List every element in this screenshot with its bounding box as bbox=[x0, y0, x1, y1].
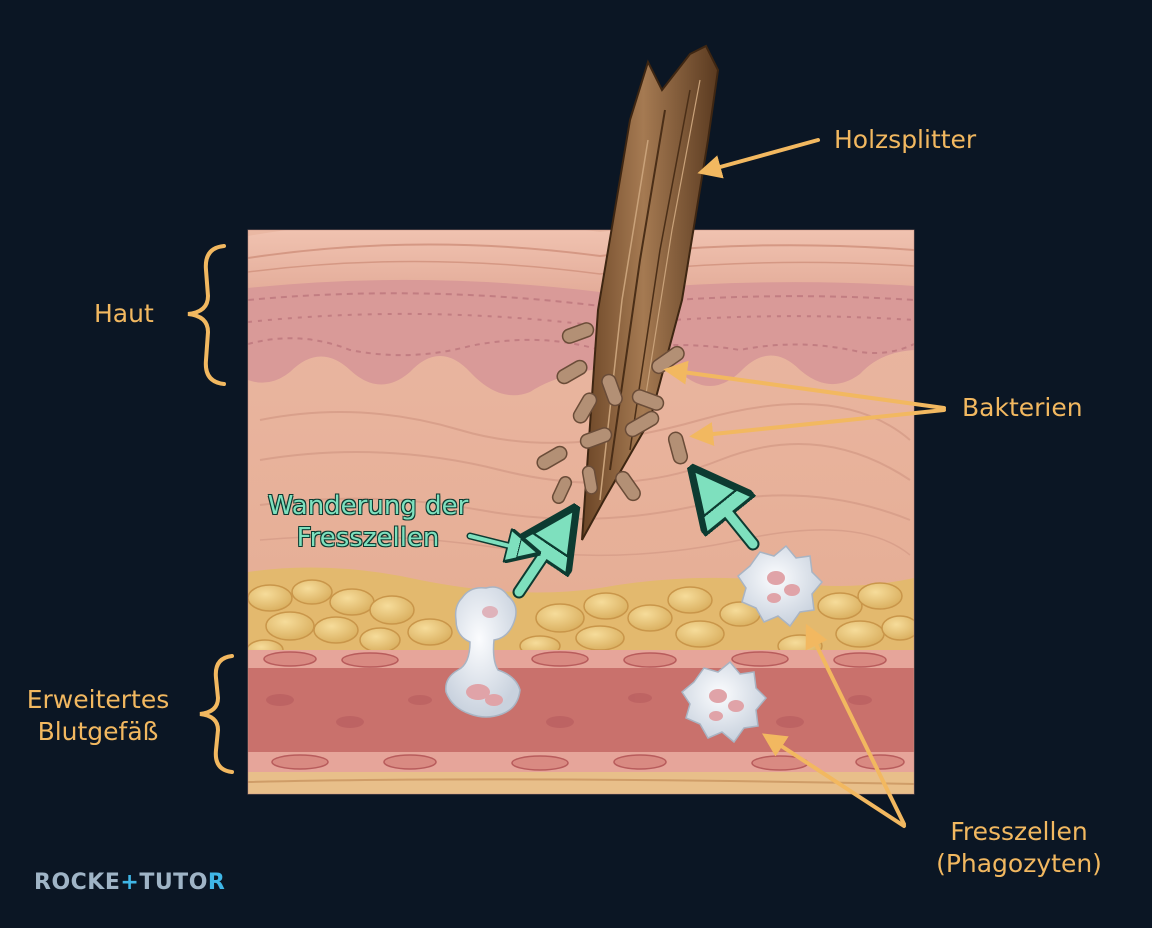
haut-brace bbox=[187, 244, 226, 386]
bacteria-cluster bbox=[536, 322, 689, 505]
phagocyte-migrating bbox=[445, 586, 521, 718]
logo-part2: TUTO bbox=[139, 870, 208, 895]
label-blutgefaess-line2: Blutgefäß bbox=[37, 717, 159, 746]
rocketutor-logo: ROCKE+TUTOR bbox=[34, 870, 225, 895]
label-wanderung-line1: Wanderung der bbox=[267, 491, 469, 521]
phagocyte-tissue bbox=[737, 544, 824, 628]
logo-plus: + bbox=[120, 870, 140, 895]
label-wanderung-line2: Fresszellen bbox=[296, 523, 440, 553]
logo-part3: R bbox=[207, 870, 226, 895]
label-holzsplitter: Holzsplitter bbox=[834, 125, 977, 154]
label-bakterien: Bakterien bbox=[962, 393, 1083, 422]
label-wanderung: Wanderung der Fresszellen bbox=[258, 490, 478, 554]
label-blutgefaess-line1: Erweitertes bbox=[26, 685, 170, 714]
migration-arrows bbox=[466, 476, 760, 599]
label-fresszellen-line1: Fresszellen bbox=[950, 817, 1088, 846]
phagocyte-vessel bbox=[681, 660, 768, 744]
label-blutgefaess: Erweitertes Blutgefäß bbox=[8, 684, 188, 748]
label-fresszellen-line2: (Phagozyten) bbox=[936, 849, 1102, 878]
label-fresszellen: Fresszellen (Phagozyten) bbox=[914, 816, 1124, 880]
label-haut: Haut bbox=[94, 299, 154, 328]
blutgefaess-brace bbox=[199, 654, 234, 774]
blood-vessel bbox=[248, 650, 914, 772]
label-arrows bbox=[663, 138, 946, 828]
logo-part1: ROCKE bbox=[34, 870, 121, 895]
